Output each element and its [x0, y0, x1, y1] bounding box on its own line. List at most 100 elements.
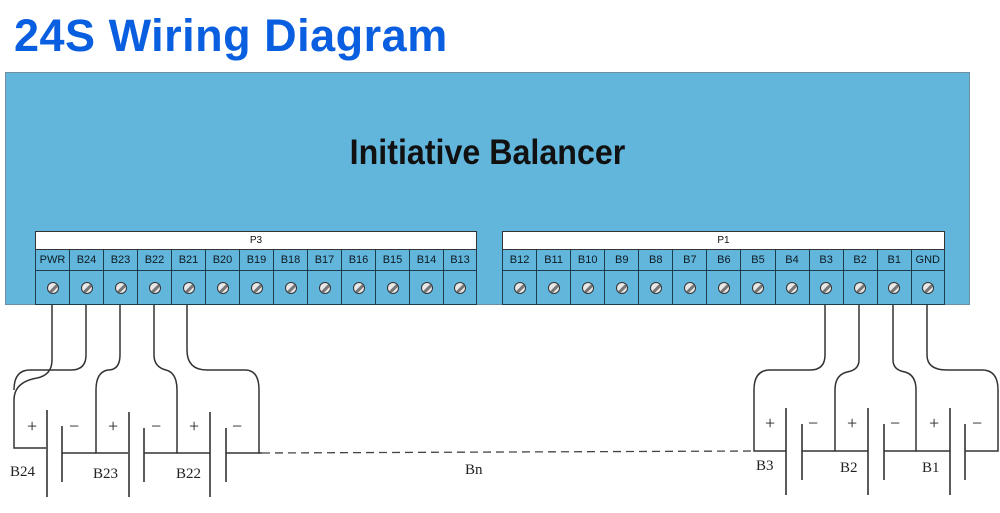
terminal-label: B4: [775, 250, 809, 271]
terminal-screw-cell: [571, 271, 604, 304]
terminal-b6: B6: [706, 250, 741, 305]
terminal-label: B19: [240, 250, 273, 271]
screw-icon: [854, 281, 867, 294]
terminal-label: B22: [138, 250, 171, 271]
screw-icon: [454, 281, 466, 294]
terminal-b20: B20: [205, 250, 239, 305]
terminal-label: B9: [605, 250, 639, 271]
terminal-screw-cell: [503, 271, 536, 304]
terminal-screw-cell: [810, 271, 843, 304]
terminal-screw-cell: [206, 271, 239, 304]
wire-gnd: [926, 305, 999, 452]
terminal-screw-cell: [776, 271, 809, 304]
cell-b1-minus: −: [972, 413, 982, 433]
cell-label-bn: Bn: [465, 462, 483, 478]
terminal-screw-cell: [138, 271, 171, 304]
terminal-screw-cell: [240, 271, 273, 304]
terminal-b7: B7: [672, 250, 707, 305]
terminal-screw-cell: [741, 271, 774, 304]
terminal-b4: B4: [774, 250, 809, 305]
cell-b3-plus: +: [765, 413, 775, 433]
terminal-label: B23: [104, 250, 137, 271]
terminal-b17: B17: [307, 250, 341, 305]
cell-b23-plus: +: [108, 416, 118, 436]
wire-b21: [186, 305, 262, 454]
terminal-label: B11: [537, 250, 571, 271]
terminal-label: B3: [809, 250, 843, 271]
terminal-label: B14: [410, 250, 443, 271]
screw-icon: [148, 281, 161, 294]
cell-b24-plus: +: [27, 416, 37, 436]
terminal-screw-cell: [707, 271, 740, 304]
screw-icon: [284, 281, 297, 294]
terminal-b5: B5: [740, 250, 775, 305]
cell-b22-minus: −: [232, 416, 242, 436]
screw-icon: [216, 281, 229, 294]
cell-label-b24: B24: [10, 464, 36, 480]
terminal-screw-cell: [444, 271, 476, 304]
cell-b2-plus: +: [847, 413, 857, 433]
cell-label-b22: B22: [176, 466, 201, 482]
terminal-b13: B13: [443, 250, 477, 305]
screw-icon: [318, 281, 331, 294]
terminal-screw-cell: [878, 271, 911, 304]
connector-p3-label: P3: [35, 231, 477, 250]
terminal-screw-cell: [104, 271, 137, 304]
screw-icon: [717, 281, 730, 294]
terminal-gnd: GND: [910, 250, 945, 305]
terminal-label: PWR: [36, 250, 69, 271]
terminal-b8: B8: [638, 250, 673, 305]
cell-label-b3: B3: [756, 458, 774, 474]
wire-b22: [153, 305, 210, 454]
cell-b24-minus: −: [69, 416, 79, 436]
screw-icon: [420, 281, 433, 294]
terminal-label: B1: [877, 250, 911, 271]
screw-icon: [615, 281, 628, 294]
terminal-screw-cell: [844, 271, 877, 304]
terminal-b11: B11: [536, 250, 571, 305]
terminal-b22: B22: [137, 250, 171, 305]
screw-icon: [80, 281, 93, 294]
screw-icon: [581, 281, 594, 294]
wire-b23: [95, 305, 128, 454]
terminal-b2: B2: [842, 250, 877, 305]
screw-icon: [921, 281, 934, 294]
screw-icon: [46, 281, 59, 294]
terminal-label: B17: [308, 250, 341, 271]
cell-label-b1: B1: [922, 460, 940, 476]
terminal-label: B5: [741, 250, 775, 271]
board-name: Initiative Balancer: [349, 133, 626, 172]
terminal-screw-cell: [172, 271, 205, 304]
terminal-b10: B10: [570, 250, 605, 305]
terminal-b19: B19: [239, 250, 273, 305]
terminal-b23: B23: [103, 250, 137, 305]
wire-b2: [834, 305, 868, 452]
terminal-label: B20: [206, 250, 239, 271]
terminal-label: B6: [707, 250, 741, 271]
terminal-screw-cell: [274, 271, 307, 304]
screw-icon: [751, 281, 764, 294]
cell-label-b2: B2: [840, 460, 858, 476]
screw-icon: [513, 281, 526, 294]
terminal-label: B24: [70, 250, 103, 271]
terminal-b3: B3: [808, 250, 843, 305]
terminal-screw-cell: [342, 271, 375, 304]
terminal-screw-cell: [912, 271, 944, 304]
screw-icon: [547, 281, 560, 294]
terminal-label: B21: [172, 250, 205, 271]
terminal-screw-cell: [673, 271, 706, 304]
cell-b22-plus: +: [189, 416, 199, 436]
terminal-b15: B15: [375, 250, 409, 305]
series-dashed-link: [261, 450, 755, 454]
terminal-b14: B14: [409, 250, 443, 305]
terminal-screw-cell: [376, 271, 409, 304]
connector-p1-label: P1: [502, 231, 945, 250]
terminal-b12: B12: [502, 250, 537, 305]
terminal-b21: B21: [171, 250, 205, 305]
screw-icon: [182, 281, 195, 294]
terminal-screw-cell: [70, 271, 103, 304]
